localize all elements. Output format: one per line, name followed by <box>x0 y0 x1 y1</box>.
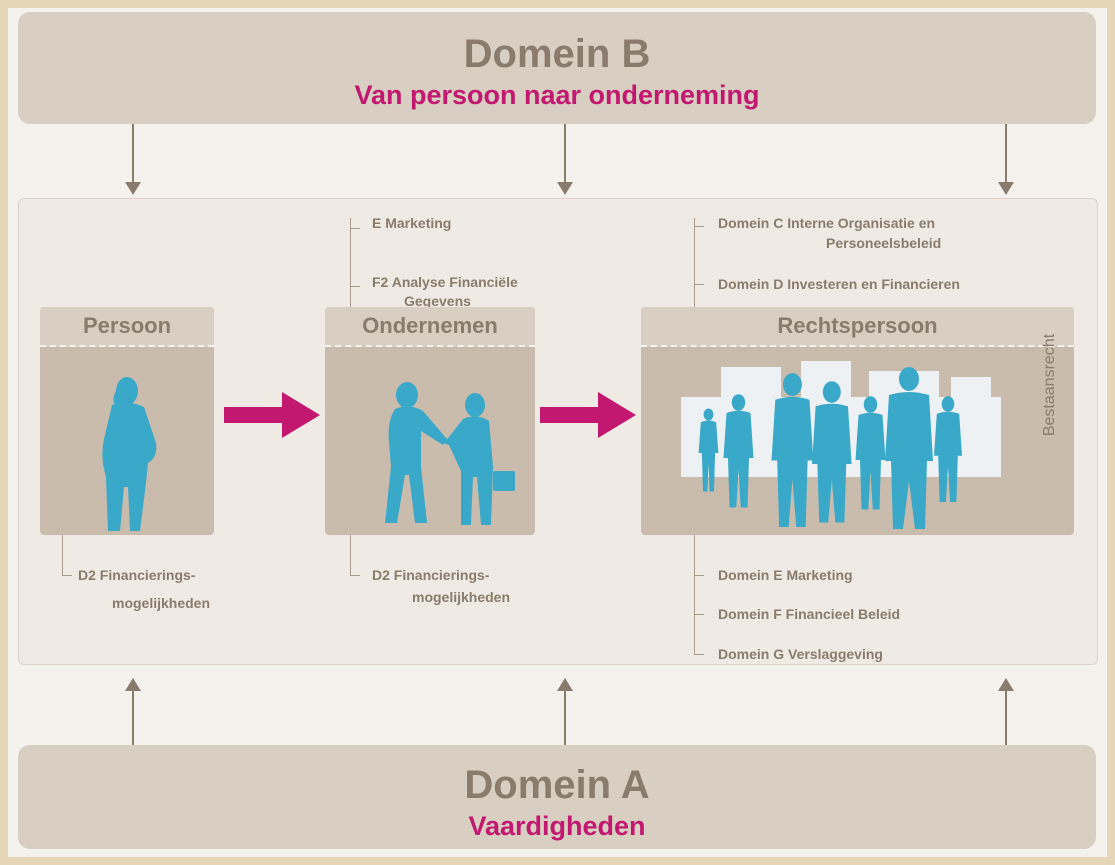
arrow-up-left <box>132 690 134 745</box>
box-rechtspersoon: Rechtspersoon <box>641 307 1074 535</box>
handshake-icon <box>385 382 515 525</box>
ondernemen-bottom-bracket <box>350 535 351 575</box>
arrow-up-center-head <box>557 678 573 691</box>
box-ondernemen: Ondernemen <box>325 307 535 535</box>
arrow-down-left-head <box>125 182 141 195</box>
domain-a-subtitle: Vaardigheden <box>468 811 646 841</box>
domain-b-title: Domein B <box>463 32 651 76</box>
tick <box>694 226 704 227</box>
box-ondernemen-title: Ondernemen <box>325 307 535 347</box>
label-f2-line2: Gegevens <box>404 293 471 309</box>
label-domein-c-line1: Domein C Interne Organisatie en <box>718 215 936 231</box>
tick <box>694 284 704 285</box>
label-domein-g: Domein G Verslaggeving <box>718 646 883 662</box>
person-on-phone-icon <box>102 377 157 531</box>
arrow-down-left <box>132 124 134 184</box>
label-bestaansrecht: Bestaansrecht <box>1041 333 1058 437</box>
label-domein-c-line2: Personeelsbeleid <box>826 235 942 251</box>
tick <box>694 614 704 615</box>
label-ondernemen-d2-line1: D2 Financierings- <box>372 567 490 583</box>
arrow-down-center-head <box>557 182 573 195</box>
arrow-down-right <box>1005 124 1007 184</box>
label-domein-f: Domein F Financieel Beleid <box>718 606 901 622</box>
domain-b-subtitle: Van persoon naar onderneming <box>354 80 760 110</box>
business-team-icon <box>681 361 1001 529</box>
arrow-up-left-head <box>125 678 141 691</box>
ondernemen-top-bracket <box>350 218 351 310</box>
label-e-marketing: E Marketing <box>372 215 452 231</box>
tick <box>350 575 360 576</box>
label-persoon-d2-line1: D2 Financierings- <box>78 567 196 583</box>
rechtspersoon-top-bracket <box>694 218 695 310</box>
label-domein-d: Domein D Investeren en Financieren <box>718 276 960 292</box>
label-ondernemen-d2-line2: mogelijkheden <box>412 589 511 605</box>
arrow-persoon-to-ondernemen <box>224 392 320 438</box>
tick <box>62 575 72 576</box>
arrow-down-right-head <box>998 182 1014 195</box>
box-rechtspersoon-title: Rechtspersoon <box>641 307 1074 347</box>
arrow-up-center <box>564 690 566 745</box>
rechtspersoon-bottom-bracket <box>694 535 695 655</box>
persoon-bottom-bracket <box>62 535 63 575</box>
arrow-down-center <box>564 124 566 184</box>
label-domein-e: Domein E Marketing <box>718 567 853 583</box>
domain-b-bar: Domein B Van persoon naar onderneming <box>18 12 1096 124</box>
domain-a-bar: Domein A Vaardigheden <box>18 745 1096 849</box>
domain-a-title: Domein A <box>464 763 650 807</box>
box-persoon: Persoon <box>40 307 214 535</box>
label-f2-line1: F2 Analyse Financiële <box>372 274 518 290</box>
tick <box>694 575 704 576</box>
tick <box>350 228 360 229</box>
arrow-up-right <box>1005 690 1007 745</box>
arrow-up-right-head <box>998 678 1014 691</box>
arrow-ondernemen-to-rechtspersoon <box>540 392 636 438</box>
box-persoon-title: Persoon <box>40 307 214 347</box>
tick <box>694 654 704 655</box>
label-persoon-d2-line2: mogelijkheden <box>112 595 211 611</box>
tick <box>350 286 360 287</box>
